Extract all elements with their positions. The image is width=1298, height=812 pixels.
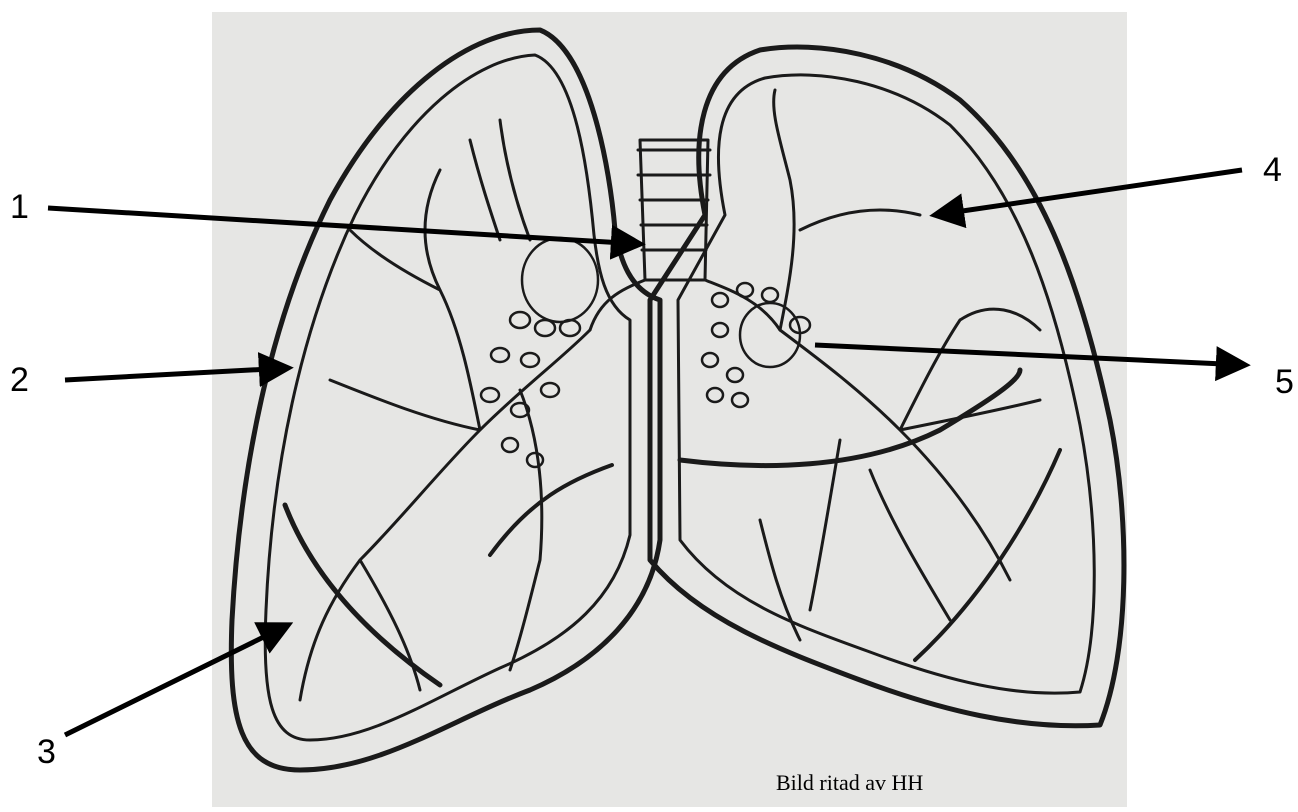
callout-label-1: 1 — [10, 190, 29, 224]
callout-label-2: 2 — [10, 363, 29, 397]
callout-label-3: 3 — [37, 735, 56, 769]
callout-label-4: 4 — [1263, 153, 1282, 187]
image-credit: Bild ritad av HH — [776, 770, 923, 796]
callout-label-5: 5 — [1275, 365, 1294, 399]
